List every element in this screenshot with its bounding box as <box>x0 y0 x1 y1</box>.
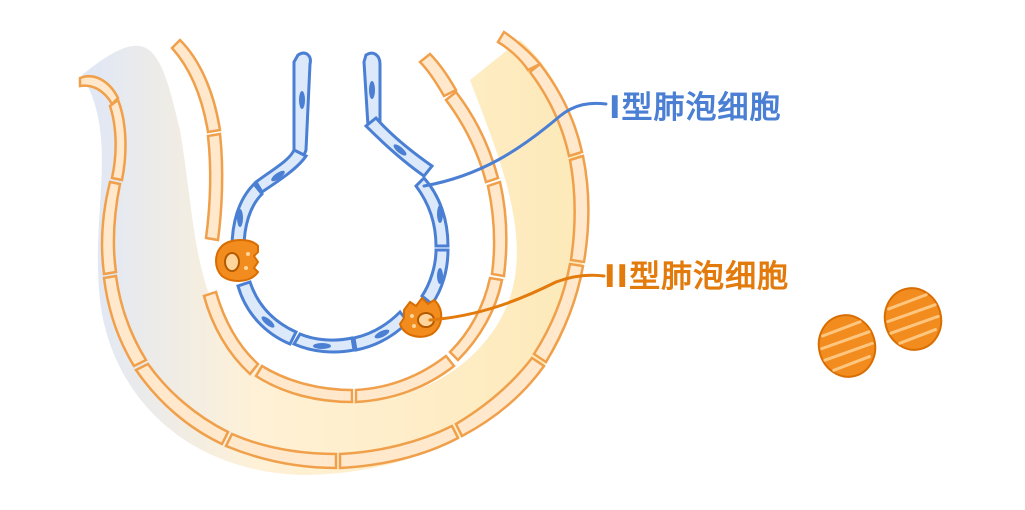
particle <box>817 314 877 378</box>
type2-leader-line <box>428 273 606 322</box>
type1-leader-line <box>422 101 608 188</box>
type1-cells <box>230 51 450 354</box>
type2-cell-label: II型肺泡细胞 <box>604 259 790 295</box>
type2-cells <box>215 239 443 338</box>
surfactant-particles <box>817 287 943 378</box>
type1-nuclei <box>237 81 443 349</box>
particle <box>883 287 943 351</box>
tissue-band <box>82 40 587 475</box>
outer-tissue-cells <box>78 30 590 470</box>
type1-cell-label: I型肺泡细胞 <box>609 90 782 126</box>
